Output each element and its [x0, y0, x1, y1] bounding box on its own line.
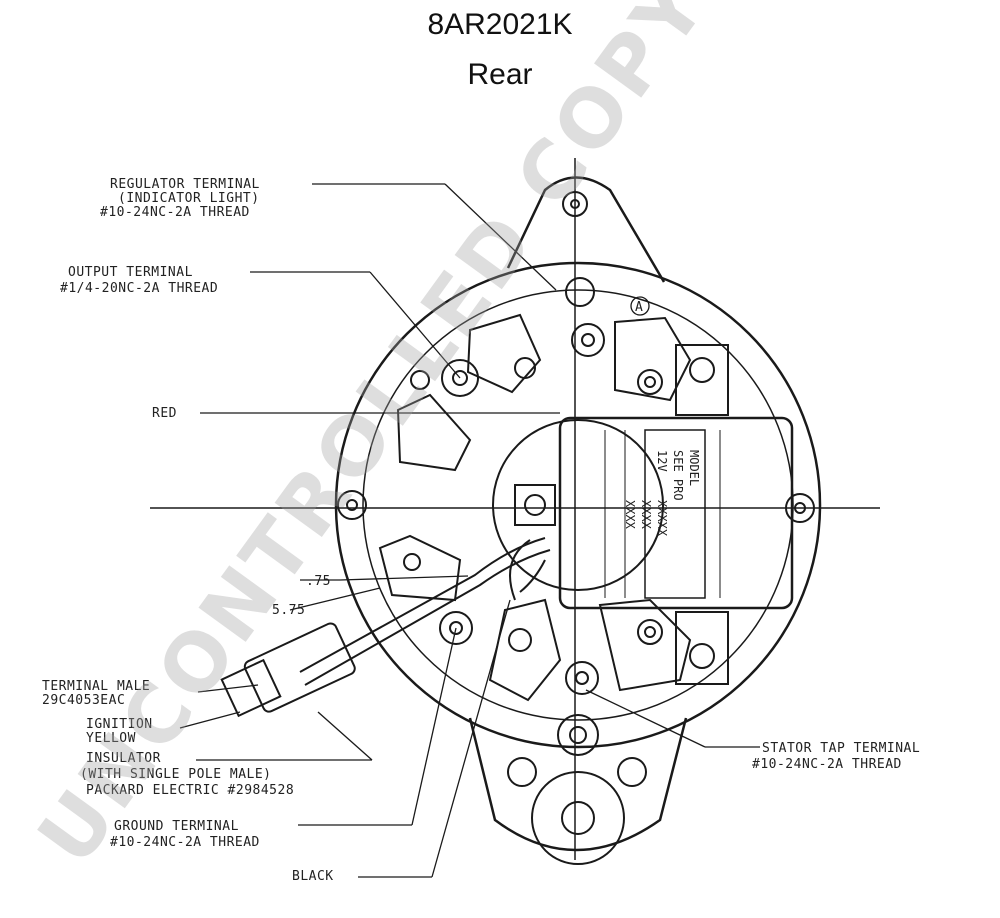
view-subtitle: Rear — [467, 58, 533, 91]
ground-terminal-stud — [439, 611, 473, 645]
output-terminal-label-2: #1/4-20NC-2A THREAD — [60, 281, 218, 296]
dimension-575: 5.75 — [272, 603, 305, 618]
insulator-label-3: PACKARD ELECTRIC #2984528 — [86, 783, 294, 798]
center-hub — [492, 419, 664, 591]
stator-tap-label-2: #10-24NC-2A THREAD — [752, 757, 902, 772]
stator-tap-label-1: STATOR TAP TERMINAL — [762, 741, 920, 756]
dimension-075: .75 — [306, 574, 331, 589]
stator-tap-stud — [565, 661, 599, 695]
callout-a: A — [635, 300, 643, 315]
regulator-see-line: SEE PRO — [671, 450, 685, 501]
red-wire-label: RED — [152, 406, 177, 421]
terminal-male-label-1: TERMINAL MALE — [42, 679, 150, 694]
bottom-mounting-ear — [468, 717, 688, 852]
regulator-terminal-label-1: REGULATOR TERMINAL — [110, 177, 260, 192]
left-bolt-hole — [337, 490, 367, 520]
regulator-code-line-3: XXXX — [623, 500, 637, 530]
part-number-title: 8AR2021K — [427, 8, 573, 41]
regulator-body — [558, 416, 794, 610]
regulator-bottom-bracket — [675, 611, 729, 685]
regulator-code-line-2: XXXX — [639, 500, 653, 530]
housing-outline — [334, 261, 822, 749]
regulator-terminal-label-2: (INDICATOR LIGHT) — [118, 191, 260, 206]
top-ear-hole — [562, 191, 588, 217]
black-wire-label: BLACK — [292, 869, 334, 884]
bottom-ear-boss — [531, 771, 625, 865]
insulator-label-2: (WITH SINGLE POLE MALE) — [80, 767, 272, 782]
right-bolt-hole — [785, 493, 815, 523]
regulator-terminal-stud — [571, 323, 605, 357]
wire-harness — [299, 537, 546, 673]
output-terminal-stud — [441, 359, 479, 397]
top-mounting-ear — [506, 176, 666, 283]
terminal-male-label-2: 29C4053EAC — [42, 693, 125, 708]
brush-holder — [514, 484, 556, 526]
output-terminal-label-1: OUTPUT TERMINAL — [68, 265, 193, 280]
regulator-code-line-1: XXXXX — [655, 500, 669, 537]
ignition-label-2: YELLOW — [86, 731, 136, 746]
ground-terminal-label-2: #10-24NC-2A THREAD — [110, 835, 260, 850]
regulator-voltage-line: 12V — [655, 450, 669, 472]
ignition-label-1: IGNITION — [86, 717, 153, 732]
uncontrolled-copy-watermark: UNCONTROLLED COPY — [20, 0, 725, 881]
regulator-terminal-label-3: #10-24NC-2A THREAD — [100, 205, 250, 220]
regulator-top-bracket — [675, 344, 729, 416]
regulator-model-line: MODEL — [687, 450, 701, 486]
insulator-label-1: INSULATOR — [86, 751, 161, 766]
connector-body — [243, 622, 356, 713]
ground-terminal-label-1: GROUND TERMINAL — [114, 819, 239, 834]
